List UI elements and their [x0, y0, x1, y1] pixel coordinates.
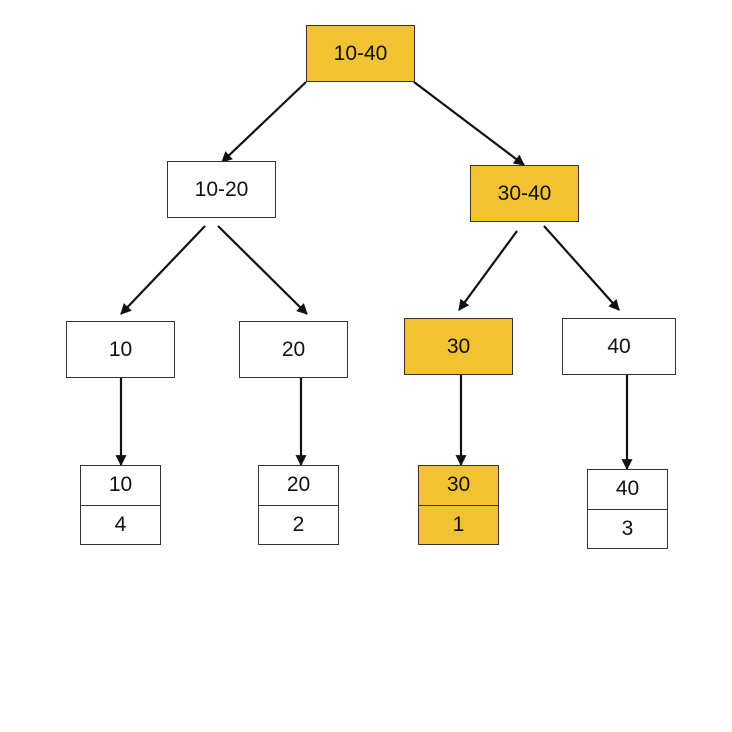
- edge-root-left: [221, 81, 307, 163]
- root-node-label: 10-40: [333, 41, 388, 65]
- leaf-key: 20: [259, 466, 338, 506]
- key-node-label: 20: [281, 337, 306, 361]
- edge-right-40: [543, 225, 620, 311]
- range-node-10-20: 10-20: [167, 161, 276, 218]
- key-node-label: 10: [108, 337, 133, 361]
- edge-left-20: [217, 225, 308, 315]
- leaf-count: 3: [621, 516, 634, 540]
- key-node-label: 30: [446, 334, 471, 358]
- leaf-count: 1: [452, 512, 465, 536]
- key-node-10: 10: [66, 321, 175, 378]
- leaf-40: 40 3: [587, 469, 668, 549]
- leaf-key: 10: [81, 466, 160, 506]
- root-node: 10-40: [306, 25, 415, 82]
- leaf-key: 40: [588, 470, 667, 510]
- edge-right-30: [458, 230, 518, 311]
- key-node-label: 40: [607, 334, 631, 358]
- key-node-30: 30: [404, 318, 513, 375]
- leaf-20: 20 2: [258, 465, 339, 545]
- leaf-10: 10 4: [80, 465, 161, 545]
- range-node-label: 10-20: [194, 177, 249, 201]
- range-node-30-40: 30-40: [470, 165, 579, 222]
- leaf-key: 30: [419, 466, 498, 506]
- key-node-20: 20: [239, 321, 348, 378]
- leaf-count: 2: [292, 512, 305, 536]
- key-node-40: 40: [562, 318, 676, 375]
- edge-root-right: [413, 81, 525, 166]
- leaf-30: 30 1: [418, 465, 499, 545]
- leaf-count: 4: [114, 512, 127, 536]
- range-node-label: 30-40: [497, 181, 552, 205]
- edge-left-10: [120, 225, 206, 315]
